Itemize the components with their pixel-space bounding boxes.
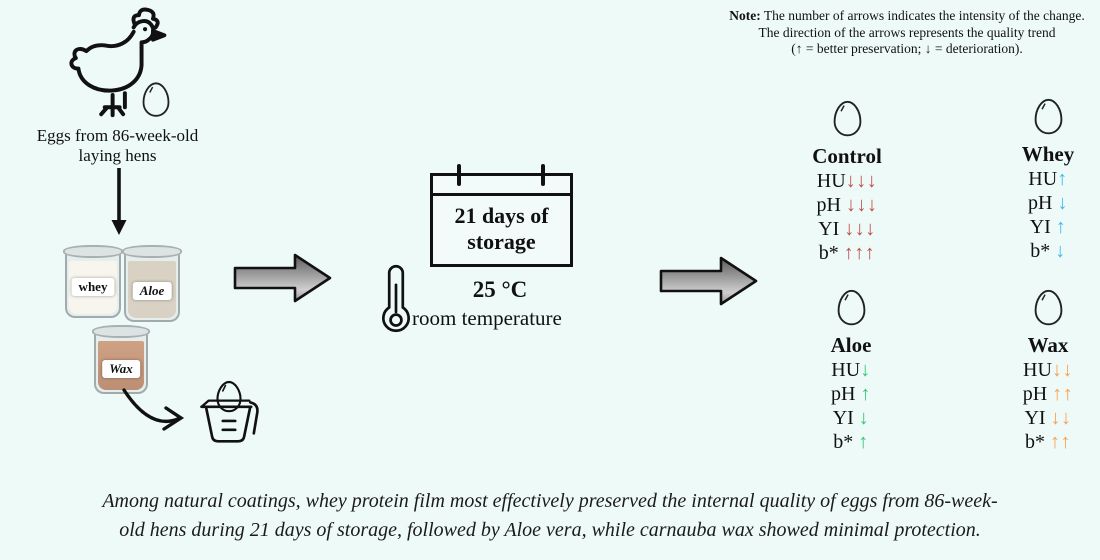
result-row: YI ↓: [786, 406, 916, 430]
param-label: b*: [1030, 240, 1051, 262]
trend-arrows: ↑↑: [1050, 431, 1071, 453]
aloe-beaker: Aloe: [122, 245, 182, 322]
thermometer-icon: [382, 264, 410, 333]
trend-arrows: ↑: [858, 431, 869, 453]
result-row: HU↓↓↓: [782, 169, 912, 193]
note-bold-prefix: Note:: [729, 8, 761, 23]
param-label: pH: [816, 194, 841, 216]
note-line2: The direction of the arrows represents t…: [758, 24, 1056, 40]
egg-icon: [1034, 98, 1062, 135]
result-aloe: Aloe HU↓ pH ↑ YI ↓ b* ↑: [786, 287, 916, 454]
result-name: Aloe: [830, 333, 872, 357]
egg-icon: [142, 82, 170, 117]
result-row: b* ↑↑: [983, 430, 1100, 454]
result-row: HU↑: [983, 167, 1100, 191]
param-label: YI: [832, 407, 854, 429]
storage-condition: room temperature: [412, 306, 562, 330]
trend-arrows: ↓↓: [1050, 407, 1072, 429]
result-row: YI ↑: [983, 215, 1100, 239]
result-row: pH ↓↓↓: [782, 193, 912, 217]
param-label: b*: [833, 431, 854, 453]
beaker-rim: [63, 245, 123, 258]
result-row: pH ↑↑: [983, 382, 1100, 406]
trend-arrows: ↓: [860, 359, 871, 381]
trend-arrows: ↓: [1057, 192, 1068, 214]
calendar-pin: [457, 164, 461, 186]
trend-arrows: ↓: [858, 407, 870, 429]
result-row: YI ↓↓: [983, 406, 1100, 430]
result-row: pH ↑: [786, 382, 916, 406]
calendar-pin: [541, 164, 545, 186]
param-label: pH: [831, 383, 856, 405]
trend-arrows: ↑: [1057, 168, 1068, 190]
result-row: HU↓: [786, 358, 916, 382]
whey-beaker-label: whey: [71, 278, 115, 296]
calendar-icon: 21 days of storage: [430, 164, 573, 267]
beaker-rim: [122, 245, 182, 258]
storage-duration-line2: storage: [467, 229, 536, 254]
trend-arrows: ↓↓↓: [845, 194, 878, 216]
source-line2: laying hens: [78, 146, 157, 165]
note-block: Note: The number of arrows indicates the…: [716, 8, 1098, 58]
trend-arrows: ↓: [1055, 240, 1066, 262]
note-text: The number of arrows indicates the inten…: [760, 8, 1085, 23]
result-name: Wax: [1027, 333, 1069, 357]
param-label: YI: [1024, 407, 1046, 429]
trend-arrows: ↑: [860, 383, 871, 405]
egg-icon: [833, 100, 861, 137]
result-name: Control: [812, 144, 882, 168]
result-row: pH ↓: [983, 191, 1100, 215]
trend-arrows: ↑↑↑: [843, 242, 876, 264]
result-whey: Whey HU↑ pH ↓ YI ↑ b* ↓: [983, 96, 1100, 263]
wax-beaker-label: Wax: [102, 360, 140, 378]
result-row: b* ↓: [983, 239, 1100, 263]
storage-duration-label: 21 days of storage: [433, 196, 570, 255]
curved-arrow: [122, 388, 185, 431]
param-label: HU: [1023, 359, 1052, 381]
egg-icon: [1034, 289, 1062, 326]
param-label: b*: [1025, 431, 1045, 453]
note-line3: (↑ = better preservation; ↓ = deteriorat…: [791, 41, 1023, 56]
trend-arrows: ↓↓: [1051, 359, 1073, 381]
result-control: Control HU↓↓↓ pH ↓↓↓ YI ↓↓↓ b* ↑↑↑: [782, 98, 912, 265]
down-arrow: [111, 168, 127, 235]
figure-caption: Among natural coatings, whey protein fil…: [0, 487, 1100, 545]
param-label: HU: [816, 170, 846, 192]
param-label: pH: [1028, 192, 1053, 214]
result-row: HU↓↓: [983, 358, 1100, 382]
param-label: b*: [818, 242, 839, 264]
result-row: b* ↑↑↑: [782, 241, 912, 265]
result-name: Whey: [1021, 142, 1075, 166]
flow-arrow-1: [233, 253, 332, 303]
beaker-rim: [92, 325, 150, 338]
result-wax: Wax HU↓↓ pH ↑↑ YI ↓↓ b* ↑↑: [983, 287, 1100, 454]
wax-beaker: Wax: [92, 325, 150, 394]
storage-duration-line1: 21 days of: [454, 203, 549, 228]
param-label: HU: [831, 359, 861, 381]
result-row: b* ↑: [786, 430, 916, 454]
whey-beaker: whey: [63, 245, 123, 318]
source-line1: Eggs from 86-week-old: [36, 126, 199, 145]
param-label: HU: [1028, 168, 1058, 190]
result-row: YI ↓↓↓: [782, 217, 912, 241]
egg-dipping-cup-icon: [200, 380, 259, 443]
trend-arrows: ↑: [1055, 216, 1067, 238]
trend-arrows: ↓↓↓: [844, 218, 876, 240]
flow-arrow-2: [659, 256, 758, 306]
hen-icon: [69, 7, 167, 118]
trend-arrows: ↑↑: [1052, 383, 1074, 405]
egg-icon: [837, 289, 865, 326]
param-label: YI: [1029, 216, 1051, 238]
caption-line2: old hens during 21 days of storage, foll…: [119, 519, 981, 541]
trend-arrows: ↓↓↓: [845, 170, 878, 192]
param-label: YI: [818, 218, 840, 240]
source-eggs-label: Eggs from 86-week-old laying hens: [10, 126, 225, 166]
storage-temperature: 25 °C: [472, 277, 528, 302]
aloe-beaker-label: Aloe: [132, 282, 172, 300]
caption-line1: Among natural coatings, whey protein fil…: [102, 490, 998, 512]
param-label: pH: [1022, 383, 1048, 405]
calendar-header: [433, 176, 570, 196]
